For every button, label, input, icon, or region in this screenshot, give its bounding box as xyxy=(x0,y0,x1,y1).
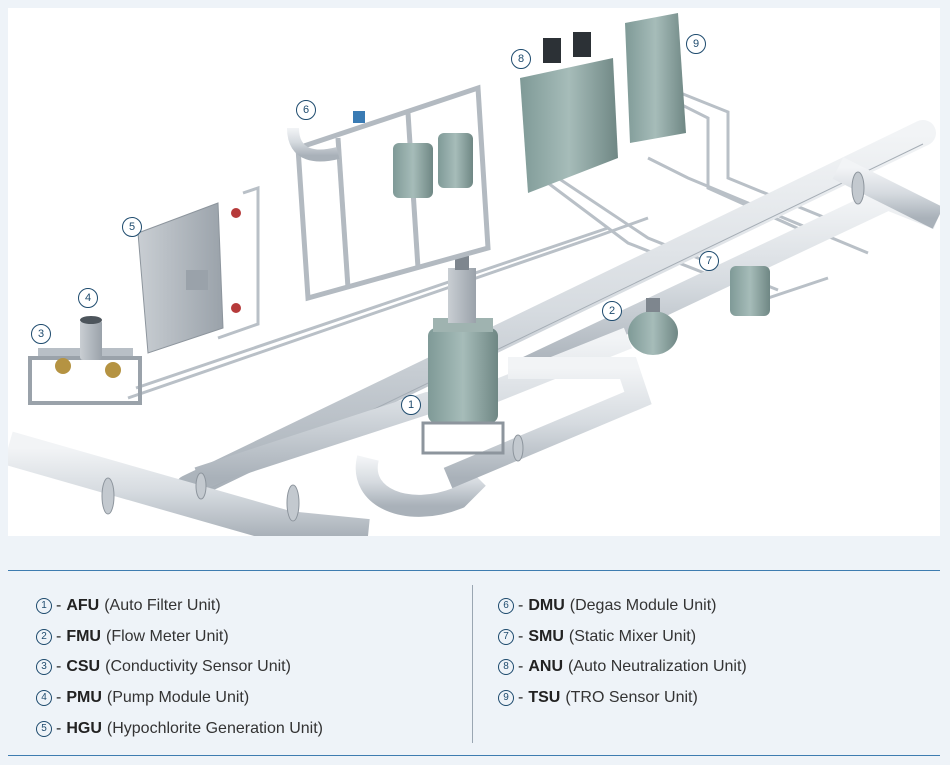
legend-number: 5 xyxy=(36,720,52,737)
legend-code: PMU xyxy=(66,689,102,707)
legend-item: 1 - AFU (Auto Filter Unit) xyxy=(36,591,323,622)
callout-6: 6 xyxy=(296,100,316,120)
callout-2: 2 xyxy=(602,301,622,321)
main-pipe-upper xyxy=(175,120,936,501)
system-diagram: 1 2 3 4 5 6 7 8 9 xyxy=(8,8,940,536)
legend-code: TSU xyxy=(528,689,561,707)
legend-item: 2 - FMU (Flow Meter Unit) xyxy=(36,622,323,653)
legend-column-right: 6 - DMU (Degas Module Unit) 7 - SMU (Sta… xyxy=(498,591,747,713)
legend-item: 9 - TSU (TRO Sensor Unit) xyxy=(498,683,747,714)
legend-item: 8 - ANU (Auto Neutralization Unit) xyxy=(498,652,747,683)
legend-desc: (Flow Meter Unit) xyxy=(105,627,229,645)
tsu-unit xyxy=(625,13,686,143)
legend: 1 - AFU (Auto Filter Unit) 2 - FMU (Flow… xyxy=(8,571,940,754)
legend-number: 7 xyxy=(498,628,514,645)
legend-number: 2 xyxy=(36,628,52,645)
legend-item: 7 - SMU (Static Mixer Unit) xyxy=(498,622,747,653)
legend-number: 9 xyxy=(498,690,514,707)
legend-desc: (Degas Module Unit) xyxy=(569,597,717,615)
legend-dash: - xyxy=(56,627,62,645)
legend-item: 4 - PMU (Pump Module Unit) xyxy=(36,683,323,714)
legend-code: AFU xyxy=(66,597,100,615)
legend-dash: - xyxy=(518,689,524,707)
dmu-components xyxy=(353,111,473,198)
afu-unit xyxy=(421,256,505,455)
legend-desc: (Static Mixer Unit) xyxy=(568,627,697,645)
legend-dash: - xyxy=(518,627,524,645)
instrument-lines xyxy=(127,90,869,400)
legend-dash: - xyxy=(56,658,62,676)
legend-code: HGU xyxy=(66,719,102,737)
callout-8: 8 xyxy=(511,49,531,69)
legend-desc: (Conductivity Sensor Unit) xyxy=(105,658,291,676)
legend-column-left: 1 - AFU (Auto Filter Unit) 2 - FMU (Flow… xyxy=(36,591,323,744)
legend-desc: (TRO Sensor Unit) xyxy=(565,689,698,707)
legend-divider xyxy=(472,585,473,743)
legend-code: DMU xyxy=(528,597,565,615)
legend-number: 1 xyxy=(36,598,52,615)
legend-item: 5 - HGU (Hypochlorite Generation Unit) xyxy=(36,713,323,744)
callout-9: 9 xyxy=(686,34,706,54)
legend-bottom-rule xyxy=(8,755,940,756)
legend-dash: - xyxy=(518,597,524,615)
anu-unit xyxy=(520,32,618,193)
legend-desc: (Auto Filter Unit) xyxy=(104,597,221,615)
callout-3: 3 xyxy=(31,324,51,344)
smu-unit xyxy=(730,266,770,316)
legend-code: SMU xyxy=(528,627,564,645)
legend-code: FMU xyxy=(66,627,101,645)
legend-dash: - xyxy=(56,689,62,707)
legend-dash: - xyxy=(56,597,62,615)
legend-dash: - xyxy=(518,658,524,676)
legend-code: ANU xyxy=(528,658,563,676)
hgu-unit xyxy=(137,202,241,354)
callout-5: 5 xyxy=(122,217,142,237)
legend-number: 8 xyxy=(498,659,514,676)
callout-7: 7 xyxy=(699,251,719,271)
legend-number: 4 xyxy=(36,690,52,707)
legend-desc: (Hypochlorite Generation Unit) xyxy=(106,719,323,737)
legend-item: 6 - DMU (Degas Module Unit) xyxy=(498,591,747,622)
piping-illustration xyxy=(8,13,940,536)
csu-pmu-skid xyxy=(28,316,142,405)
legend-desc: (Auto Neutralization Unit) xyxy=(568,658,747,676)
legend-dash: - xyxy=(56,719,62,737)
fmu-unit xyxy=(628,298,678,355)
legend-number: 6 xyxy=(498,598,514,615)
legend-number: 3 xyxy=(36,659,52,676)
legend-desc: (Pump Module Unit) xyxy=(106,689,250,707)
legend-code: CSU xyxy=(66,658,101,676)
callout-1: 1 xyxy=(401,395,421,415)
callout-4: 4 xyxy=(78,288,98,308)
legend-top-rule xyxy=(8,570,940,571)
main-pipe-lower xyxy=(8,431,370,536)
legend-item: 3 - CSU (Conductivity Sensor Unit) xyxy=(36,652,323,683)
